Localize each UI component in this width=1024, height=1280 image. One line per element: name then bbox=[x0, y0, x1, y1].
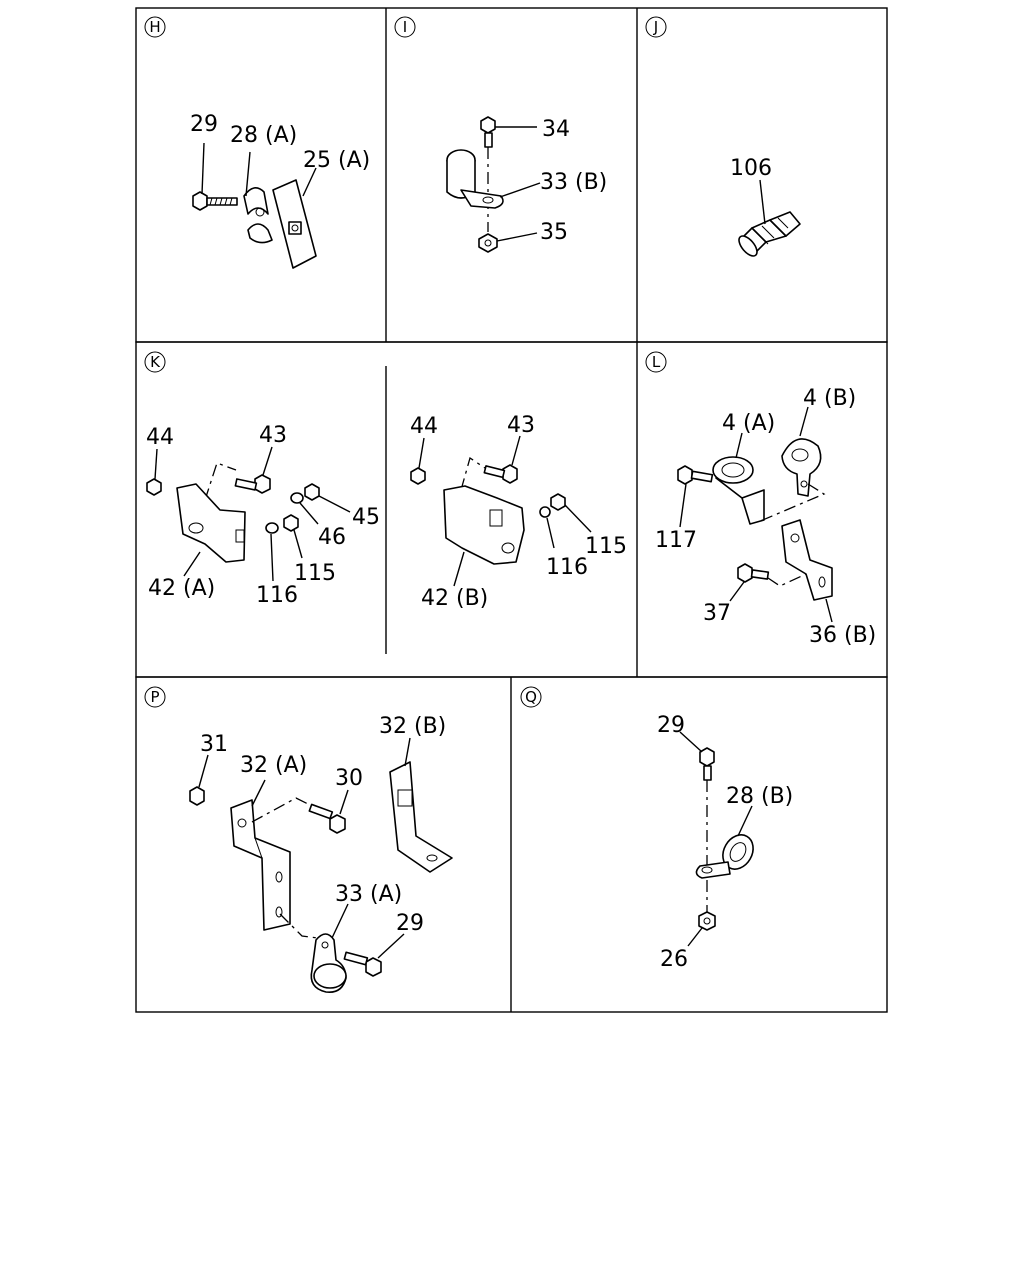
panel-Q: 29 28 (B) 26 bbox=[657, 713, 793, 972]
panel-J: 106 bbox=[730, 156, 801, 257]
nut-icon bbox=[478, 233, 498, 253]
washer-icon bbox=[265, 492, 304, 534]
bolt-icon bbox=[483, 464, 518, 484]
panel-K-right: 44 43 115 116 42 (B) bbox=[410, 413, 627, 611]
panel-marker-Q: Q bbox=[520, 686, 542, 708]
panel-marker-H: H bbox=[144, 16, 166, 38]
bolt-icon bbox=[677, 465, 714, 485]
panel-letter: H bbox=[149, 18, 160, 36]
callout-label: 25 (A) bbox=[303, 148, 370, 173]
callout-label: 32 (A) bbox=[240, 753, 307, 778]
nut-icon bbox=[189, 786, 205, 806]
panel-letter: L bbox=[652, 353, 661, 371]
clamp-icon bbox=[310, 933, 347, 994]
callout-label: 4 (A) bbox=[722, 411, 775, 436]
nut-icon bbox=[410, 467, 426, 485]
nut-icon bbox=[283, 483, 320, 532]
panel-P: 31 32 (A) 32 (B) 30 33 (A) 29 bbox=[189, 714, 453, 994]
callout-label: 28 (A) bbox=[230, 123, 297, 148]
bolt-icon bbox=[192, 191, 238, 211]
callout-label: 36 (B) bbox=[809, 623, 876, 648]
callout-label: 45 bbox=[352, 505, 380, 530]
callout-label: 28 (B) bbox=[726, 784, 793, 809]
panel-L: 4 (B) 4 (A) 117 37 36 (B) bbox=[655, 386, 876, 648]
panel-H: 29 28 (A) 25 (A) bbox=[190, 112, 370, 269]
panel-marker-L: L bbox=[645, 351, 667, 373]
callout-label: 42 (B) bbox=[421, 586, 488, 611]
clamp-icon bbox=[446, 149, 504, 209]
callout-label: 42 (A) bbox=[148, 576, 215, 601]
clamp-icon bbox=[695, 834, 754, 879]
washer-icon bbox=[539, 506, 551, 518]
plate-icon bbox=[272, 179, 317, 269]
callout-label: 115 bbox=[294, 561, 336, 586]
callout-label: 32 (B) bbox=[379, 714, 446, 739]
callout-label: 31 bbox=[200, 732, 228, 757]
callout-label: 29 bbox=[190, 112, 218, 137]
callout-label: 34 bbox=[542, 117, 570, 142]
bracket-icon bbox=[176, 483, 246, 563]
bracket-icon bbox=[230, 799, 291, 931]
bracket-icon bbox=[443, 485, 525, 565]
clip-icon bbox=[243, 187, 273, 244]
callout-label: 106 bbox=[730, 156, 772, 181]
callout-label: 37 bbox=[703, 601, 731, 626]
nut-icon bbox=[146, 478, 162, 496]
panel-letter: I bbox=[403, 18, 407, 36]
panel-K-left: 44 43 45 46 115 116 42 (A) bbox=[146, 423, 380, 608]
panel-I: 34 33 (B) 35 bbox=[446, 116, 607, 253]
callout-label: 30 bbox=[335, 766, 363, 791]
bolt-icon bbox=[308, 803, 346, 834]
callout-label: 33 (B) bbox=[540, 170, 607, 195]
callout-label: 26 bbox=[660, 947, 688, 972]
callout-label: 116 bbox=[546, 555, 588, 580]
bolt-icon bbox=[737, 563, 770, 583]
callout-label: 4 (B) bbox=[803, 386, 856, 411]
bracket-icon bbox=[389, 761, 453, 873]
callout-label: 29 bbox=[657, 713, 685, 738]
nut-icon bbox=[550, 493, 566, 511]
callout-label: 35 bbox=[540, 220, 568, 245]
panel-letter: K bbox=[150, 353, 161, 371]
callout-label: 29 bbox=[396, 911, 424, 936]
panel-letter: Q bbox=[525, 688, 537, 706]
panel-marker-J: J bbox=[645, 16, 667, 38]
panel-letter: P bbox=[150, 688, 159, 706]
callout-label: 46 bbox=[318, 525, 346, 550]
panel-marker-I: I bbox=[394, 16, 416, 38]
bolt-icon bbox=[699, 747, 715, 781]
fitting-icon bbox=[738, 211, 801, 257]
callout-label: 33 (A) bbox=[335, 882, 402, 907]
bolt-icon bbox=[234, 474, 271, 494]
callout-label: 44 bbox=[410, 414, 438, 439]
clamp-icon bbox=[781, 438, 822, 497]
bolt-icon bbox=[480, 116, 496, 148]
panel-marker-P: P bbox=[144, 686, 166, 708]
callout-label: 116 bbox=[256, 583, 298, 608]
panel-marker-K: K bbox=[144, 351, 166, 373]
panel-letter: J bbox=[653, 18, 658, 36]
callout-label: 117 bbox=[655, 528, 697, 553]
nut-icon bbox=[698, 911, 716, 931]
panel-frames bbox=[135, 7, 888, 1013]
clamp-icon bbox=[712, 456, 765, 525]
callout-label: 43 bbox=[507, 413, 535, 438]
callout-label: 115 bbox=[585, 534, 627, 559]
bracket-icon bbox=[781, 519, 833, 601]
bolt-icon bbox=[343, 951, 382, 977]
callout-label: 43 bbox=[259, 423, 287, 448]
callout-label: 44 bbox=[146, 425, 174, 450]
